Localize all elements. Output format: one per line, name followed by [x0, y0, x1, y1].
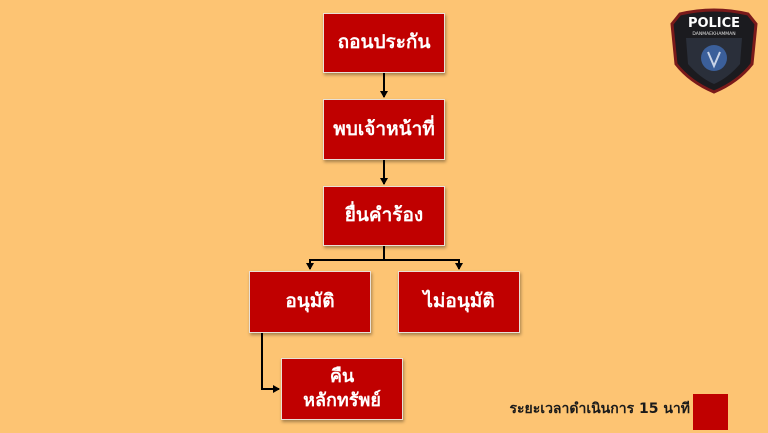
- step-withdraw-bail: ถอนประกัน: [323, 13, 445, 73]
- badge-subtitle: DANMAEKHAMMAN: [692, 31, 735, 37]
- badge-title: POLICE: [688, 16, 740, 31]
- outcome-not-approved: ไม่อนุมัติ: [398, 271, 520, 333]
- legend-color-swatch: [693, 394, 728, 430]
- step-submit-petition: ยื่นคำร้อง: [323, 186, 445, 246]
- police-badge-icon: POLICE DANMAEKHAMMAN: [670, 8, 758, 94]
- step-meet-officer: พบเจ้าหน้าที่: [323, 99, 445, 160]
- outcome-not-approved-label: ไม่อนุมัติ: [423, 290, 495, 313]
- badge-emblem-mark: [707, 51, 721, 69]
- badge-emblem: [701, 45, 727, 71]
- return-line2: หลักทรัพย์: [303, 390, 381, 411]
- step-return-collateral-text: คืน หลักทรัพย์: [303, 365, 381, 414]
- step-submit-petition-label: ยื่นคำร้อง: [344, 204, 424, 227]
- outcome-approved: อนุมัติ: [249, 271, 371, 333]
- step-return-collateral: คืน หลักทรัพย์: [281, 358, 403, 420]
- branch-connector: [309, 259, 460, 269]
- return-line1: คืน: [329, 365, 355, 387]
- arrow-approved-to-return: [261, 333, 280, 393]
- legend-duration-text: ระยะเวลาดำเนินการ 15 นาที: [509, 401, 690, 417]
- step-meet-officer-label: พบเจ้าหน้าที่: [333, 117, 435, 140]
- outcome-approved-label: อนุมัติ: [285, 290, 335, 313]
- step-withdraw-bail-label: ถอนประกัน: [337, 31, 431, 54]
